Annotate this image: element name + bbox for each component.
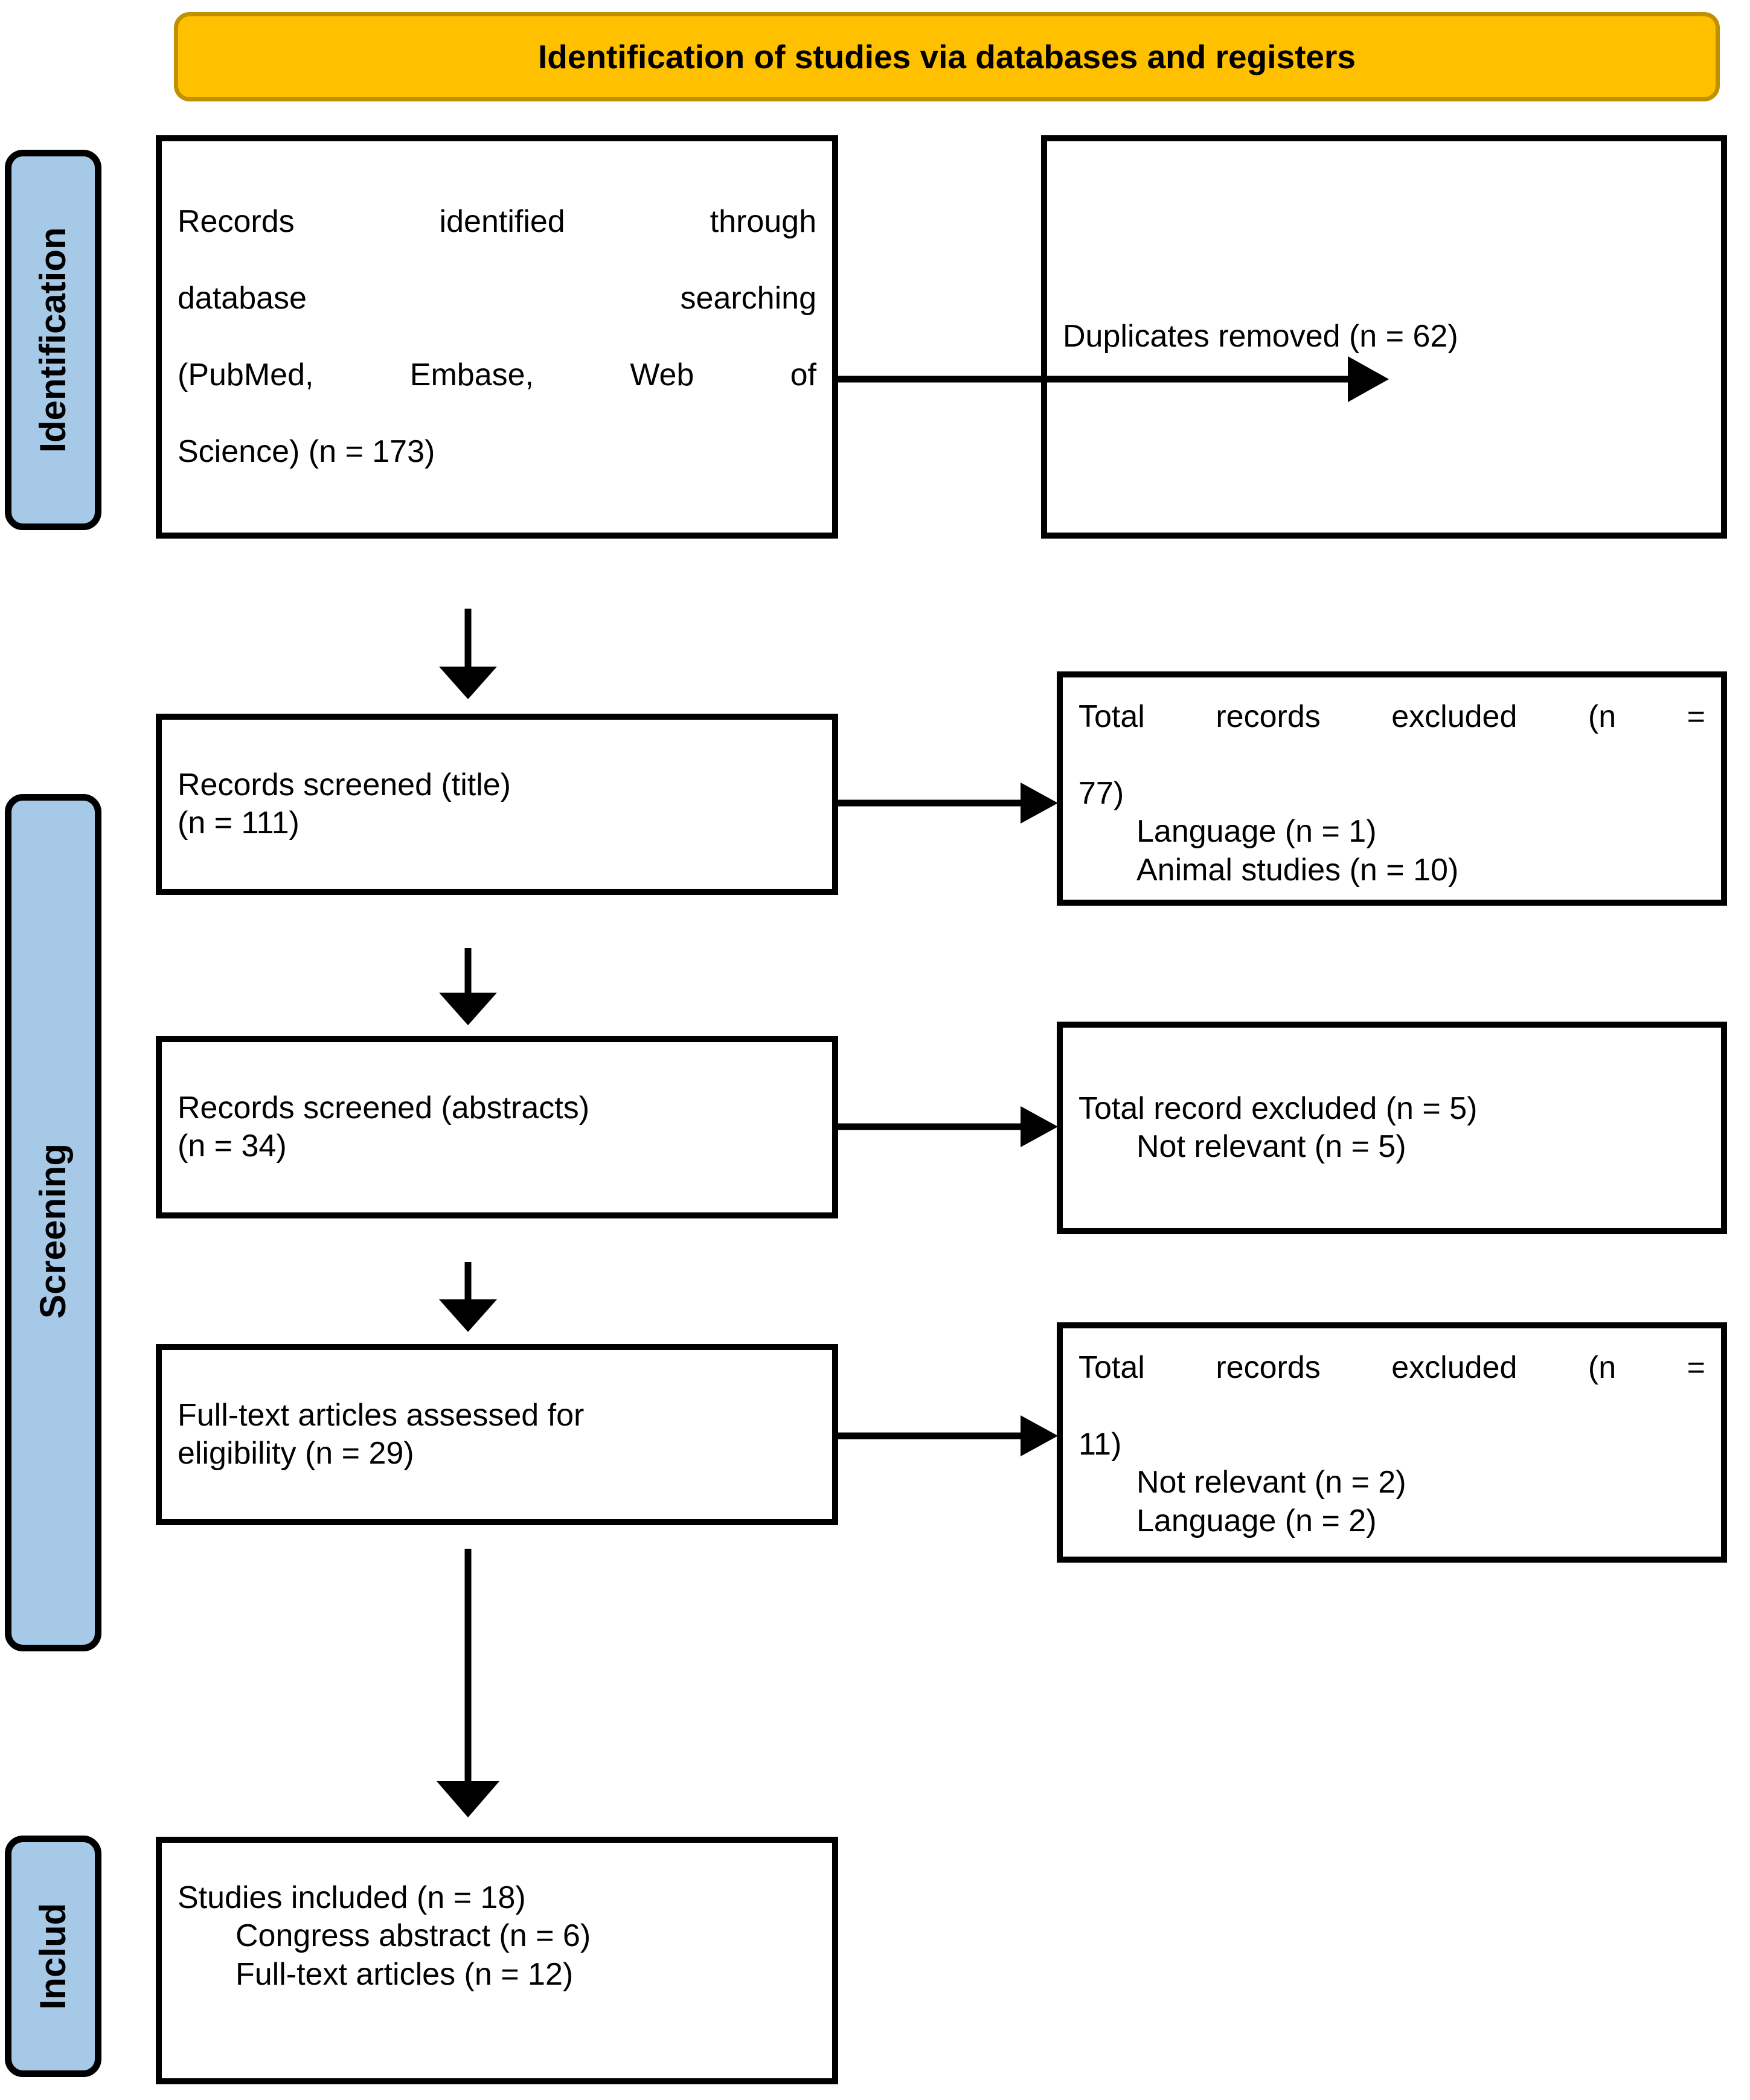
box-fulltext-assessed: Full-text articles assessed for eligibil… [156,1344,838,1525]
fulltext-assessed-line-1: Full-text articles assessed for [178,1397,585,1433]
excluded-title-reason-1: Language (n = 1) [1136,814,1377,850]
stage-label-included: Includ [5,1836,101,2077]
arrow-abstracts-to-excluded [838,1106,1058,1147]
excluded-fulltext-line-2: 11) [1079,1426,1122,1462]
stage-label-screening-text: Screening [33,1143,73,1319]
box-records-screened-title: Records screened (title) (n = 111) [156,714,838,895]
arrow-screened-title-to-abstracts [439,948,497,1025]
box-records-screened-abstracts: Records screened (abstracts) (n = 34) [156,1036,838,1218]
stage-label-screening: Screening [5,794,101,1651]
records-identified-line-4: Science) (n = 173) [178,434,435,469]
header-banner: Identification of studies via databases … [174,12,1720,101]
records-screened-abstracts-line-2: (n = 34) [178,1128,287,1164]
records-screened-abstracts-line-1: Records screened (abstracts) [178,1090,590,1125]
arrow-abstracts-to-fulltext [439,1262,497,1332]
excluded-fulltext-line-1: Total records excluded (n = [1079,1350,1705,1385]
records-identified-line-1: Records identified through [178,203,816,239]
box-duplicates-removed: Duplicates removed (n = 62) [1041,135,1727,539]
studies-included-detail-2: Full-text articles (n = 12) [236,1956,574,1992]
records-screened-title-line-2: (n = 111) [178,805,300,840]
arrow-fulltext-to-excluded [838,1415,1058,1456]
stage-label-identification-text: Identification [33,227,73,453]
excluded-fulltext-reason-1: Not relevant (n = 2) [1136,1465,1406,1500]
excluded-abstracts-line-1: Total record excluded (n = 5) [1079,1090,1478,1126]
studies-included-line-1: Studies included (n = 18) [178,1880,526,1915]
banner-title: Identification of studies via databases … [538,38,1356,75]
stage-label-included-text: Includ [33,1903,73,2010]
box-studies-included: Studies included (n = 18) Congress abstr… [156,1837,838,2084]
box-excluded-title: Total records excluded (n = 77) Language… [1057,671,1727,906]
duplicates-removed-line-1: Duplicates removed (n = 62) [1063,319,1458,354]
box-excluded-abstracts: Total record excluded (n = 5) Not releva… [1057,1022,1727,1234]
excluded-abstracts-reason-1: Not relevant (n = 5) [1136,1129,1406,1164]
arrow-fulltext-to-included [437,1549,499,1817]
excluded-fulltext-reason-2: Language (n = 2) [1136,1503,1377,1538]
excluded-title-line-1: Total records excluded (n = [1079,699,1705,734]
arrow-identified-to-screened-title [439,609,497,699]
stage-label-identification: Identification [5,150,101,530]
fulltext-assessed-line-2: eligibility (n = 29) [178,1436,414,1471]
records-identified-line-3: (PubMed, Embase, Web of [178,357,816,392]
box-records-identified: Records identified through database sear… [156,135,838,539]
box-excluded-fulltext: Total records excluded (n = 11) Not rele… [1057,1322,1727,1563]
studies-included-detail-1: Congress abstract (n = 6) [236,1918,591,1954]
arrow-screened-title-to-excluded [838,783,1058,824]
records-identified-line-2: database searching [178,280,816,316]
excluded-title-line-2: 77) [1079,775,1124,811]
excluded-title-reason-2: Animal studies (n = 10) [1136,852,1459,888]
records-screened-title-line-1: Records screened (title) [178,767,511,802]
